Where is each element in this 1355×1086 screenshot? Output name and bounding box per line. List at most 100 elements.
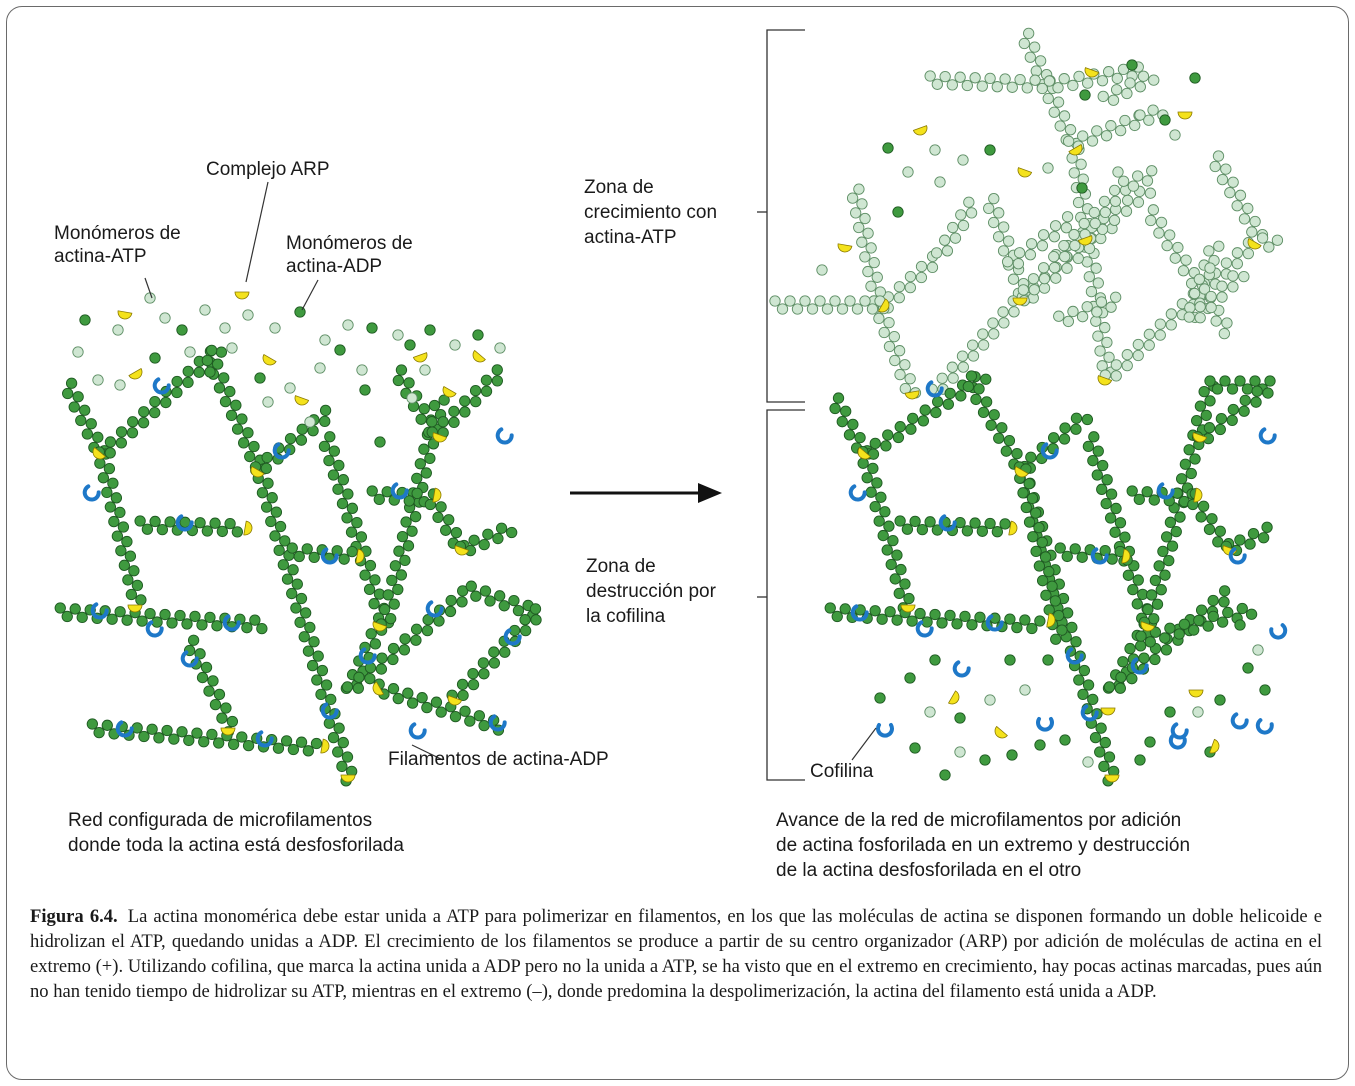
growth-zone-label-line3: actina-ATP	[584, 227, 677, 248]
cofilin-icon	[848, 484, 867, 502]
actin-subunit	[121, 535, 133, 548]
figure-caption-text: La actina monomérica debe estar unida a …	[30, 906, 1322, 1002]
actin-subunit	[926, 261, 939, 273]
actin-subunit	[1050, 272, 1062, 284]
actin-subunit	[867, 448, 880, 460]
actin-filament	[1082, 431, 1158, 629]
actin-subunit	[1004, 613, 1016, 625]
actin-subunit	[392, 374, 404, 387]
arp-complex-icon	[442, 385, 457, 398]
actin-subunit	[961, 525, 974, 537]
actin-subunit	[409, 511, 422, 523]
actin-monomer-icon	[1019, 684, 1031, 696]
actin-subunit	[1054, 542, 1066, 554]
actin-subunit	[959, 610, 971, 622]
actin-subunit	[894, 368, 906, 381]
actin-monomer-icon	[1134, 109, 1146, 121]
actin-subunit	[1141, 175, 1154, 187]
actin-subunit	[1164, 516, 1177, 528]
actin-subunit	[999, 518, 1011, 530]
actin-subunit	[265, 515, 277, 528]
arp-complex-icon	[447, 695, 463, 706]
arp-complex-icon	[837, 243, 853, 253]
arp-complex-icon	[320, 738, 330, 754]
actin-monomer-icon	[92, 374, 104, 386]
actin-subunit	[220, 702, 232, 714]
actin-subunit	[261, 451, 273, 464]
actin-subunit	[1242, 202, 1254, 215]
cofilin-icon	[320, 547, 339, 565]
actin-subunit	[839, 603, 851, 615]
cofilin-icon	[255, 730, 274, 748]
actin-subunit	[1067, 305, 1079, 318]
actin-subunit	[1082, 679, 1095, 691]
actin-subunit	[467, 678, 480, 691]
actin-subunit	[1173, 628, 1185, 640]
actin-subunit	[1203, 245, 1215, 257]
actin-subunit	[1124, 642, 1136, 655]
actin-subunit	[882, 429, 894, 441]
actin-subunit	[203, 685, 215, 697]
actin-subunit	[921, 616, 933, 628]
actin-subunit	[887, 535, 899, 547]
actin-subunit	[1207, 594, 1219, 607]
actin-subunit	[1194, 301, 1206, 313]
actin-monomer-icon	[954, 746, 966, 758]
actin-subunit	[104, 436, 117, 448]
actin-monomer-icon	[902, 166, 914, 178]
actin-subunit	[1003, 435, 1016, 447]
cofilin-icon	[152, 377, 171, 395]
actin-subunit	[279, 535, 291, 547]
arp-complex-icon	[1068, 143, 1083, 156]
actin-subunit	[201, 525, 214, 537]
actin-subunit	[944, 387, 956, 400]
actin-subunit	[1238, 213, 1251, 225]
cofilin-icon	[390, 482, 409, 500]
actin-subunit	[893, 292, 905, 304]
actin-subunit	[209, 698, 222, 711]
actin-subunit	[1183, 311, 1195, 323]
actin-monomer-icon	[269, 322, 281, 334]
actin-subunit	[844, 295, 856, 307]
actin-subunit	[893, 587, 905, 600]
actin-subunit	[204, 611, 216, 624]
actin-subunit	[478, 538, 490, 551]
actin-subunit	[1101, 336, 1113, 349]
actin-subunit	[984, 517, 996, 530]
actin-subunit	[81, 428, 93, 440]
actin-subunit	[93, 726, 105, 739]
actin-subunit	[212, 358, 224, 370]
actin-subunit	[988, 193, 1000, 205]
arp-complex-icon	[912, 125, 928, 136]
actin-subunit	[980, 373, 992, 385]
actin-subunit	[939, 234, 951, 246]
actin-subunit	[1028, 284, 1040, 296]
actin-subunit	[1251, 385, 1263, 397]
actin-filament	[873, 302, 922, 399]
actin-subunit	[430, 696, 443, 708]
actin-subunit	[1151, 598, 1164, 610]
actin-subunit	[484, 595, 496, 607]
arp-complex-icon	[234, 291, 250, 300]
actin-subunit	[1091, 306, 1103, 318]
actin-subunit	[432, 511, 444, 524]
actin-subunit	[1213, 240, 1225, 252]
actin-subunit	[1098, 760, 1110, 773]
actin-subunit	[387, 653, 399, 666]
cofilin-icon	[1255, 718, 1274, 735]
actin-subunit	[459, 705, 471, 717]
actin-subunit	[915, 271, 928, 284]
actin-subunit	[1037, 262, 1050, 274]
actin-subunit	[1238, 270, 1250, 283]
actin-monomer-icon	[1164, 706, 1176, 718]
actin-subunit	[294, 616, 306, 629]
actin-subunit	[915, 260, 928, 273]
actin-monomer-icon	[1192, 706, 1204, 718]
actin-subunit	[1096, 223, 1109, 236]
actin-subunit	[1038, 273, 1051, 285]
actin-subunit	[883, 340, 896, 353]
actin-subunit	[1094, 345, 1106, 357]
actin-subunit	[905, 423, 917, 435]
cofilin-icon	[1065, 647, 1084, 665]
actin-subunit	[1047, 432, 1060, 444]
